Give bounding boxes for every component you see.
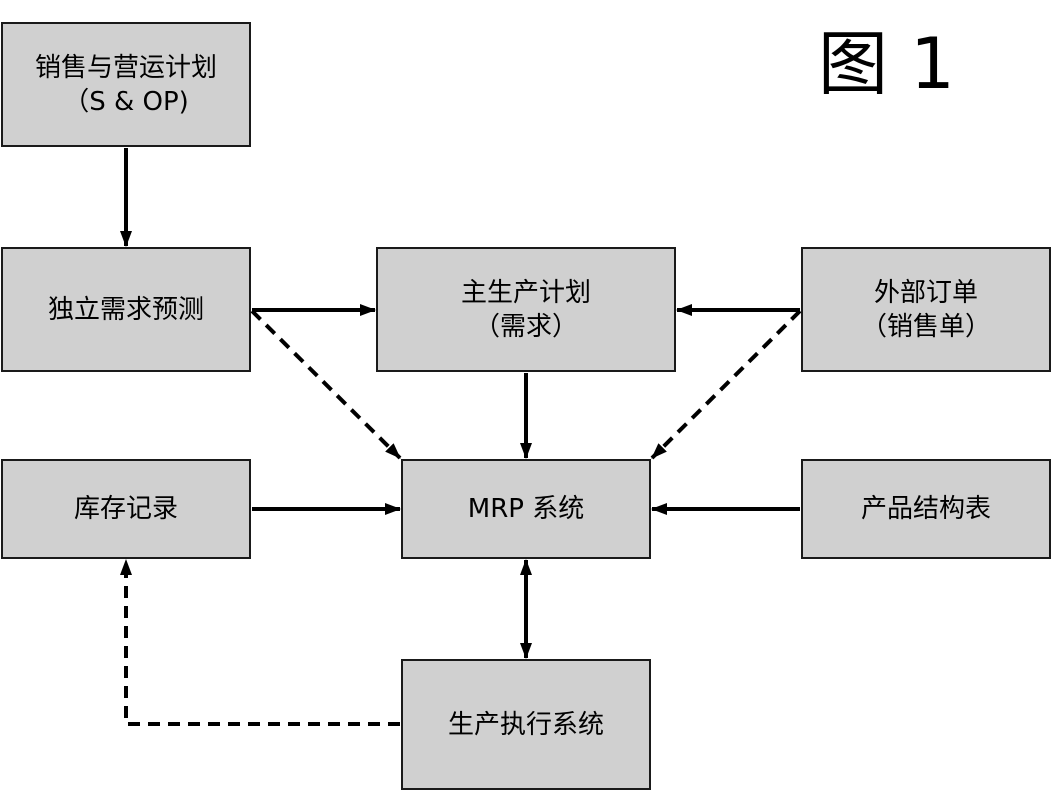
node-sop-line1: 销售与营运计划 (34, 52, 217, 83)
node-bom-line1: 产品结构表 (860, 494, 991, 524)
node-sop-line2: （S & OP) (63, 86, 189, 117)
node-bom: 产品结构表 (801, 459, 1051, 559)
node-mps-line1: 主生产计划 (460, 277, 591, 308)
node-forecast: 独立需求预测 (1, 247, 251, 372)
node-mrp: MRP 系统 (401, 459, 651, 559)
node-mes: 生产执行系统 (401, 659, 651, 790)
node-forecast-line1: 独立需求预测 (47, 294, 204, 325)
node-inventory-line1: 库存记录 (73, 494, 178, 524)
node-external-orders-line2: （销售单） (860, 311, 991, 342)
node-mps-line2: （需求） (473, 311, 578, 342)
node-external-orders: 外部订单 （销售单） (801, 247, 1051, 372)
arrow-forecast-to-mrp-dashed (250, 309, 402, 460)
node-mps: 主生产计划 （需求） (376, 247, 676, 372)
node-external-orders-line1: 外部订单 (873, 277, 978, 308)
figure-label: 图 1 (818, 23, 955, 105)
node-inventory: 库存记录 (1, 459, 251, 559)
arrow-orders-to-mrp-dashed (650, 309, 802, 460)
node-mes-line1: 生产执行系统 (447, 709, 604, 740)
arrow-mes-to-inventory-dashed (120, 559, 400, 726)
node-sop: 销售与营运计划 （S & OP) (1, 22, 251, 147)
node-mrp-line1: MRP 系统 (467, 494, 585, 524)
